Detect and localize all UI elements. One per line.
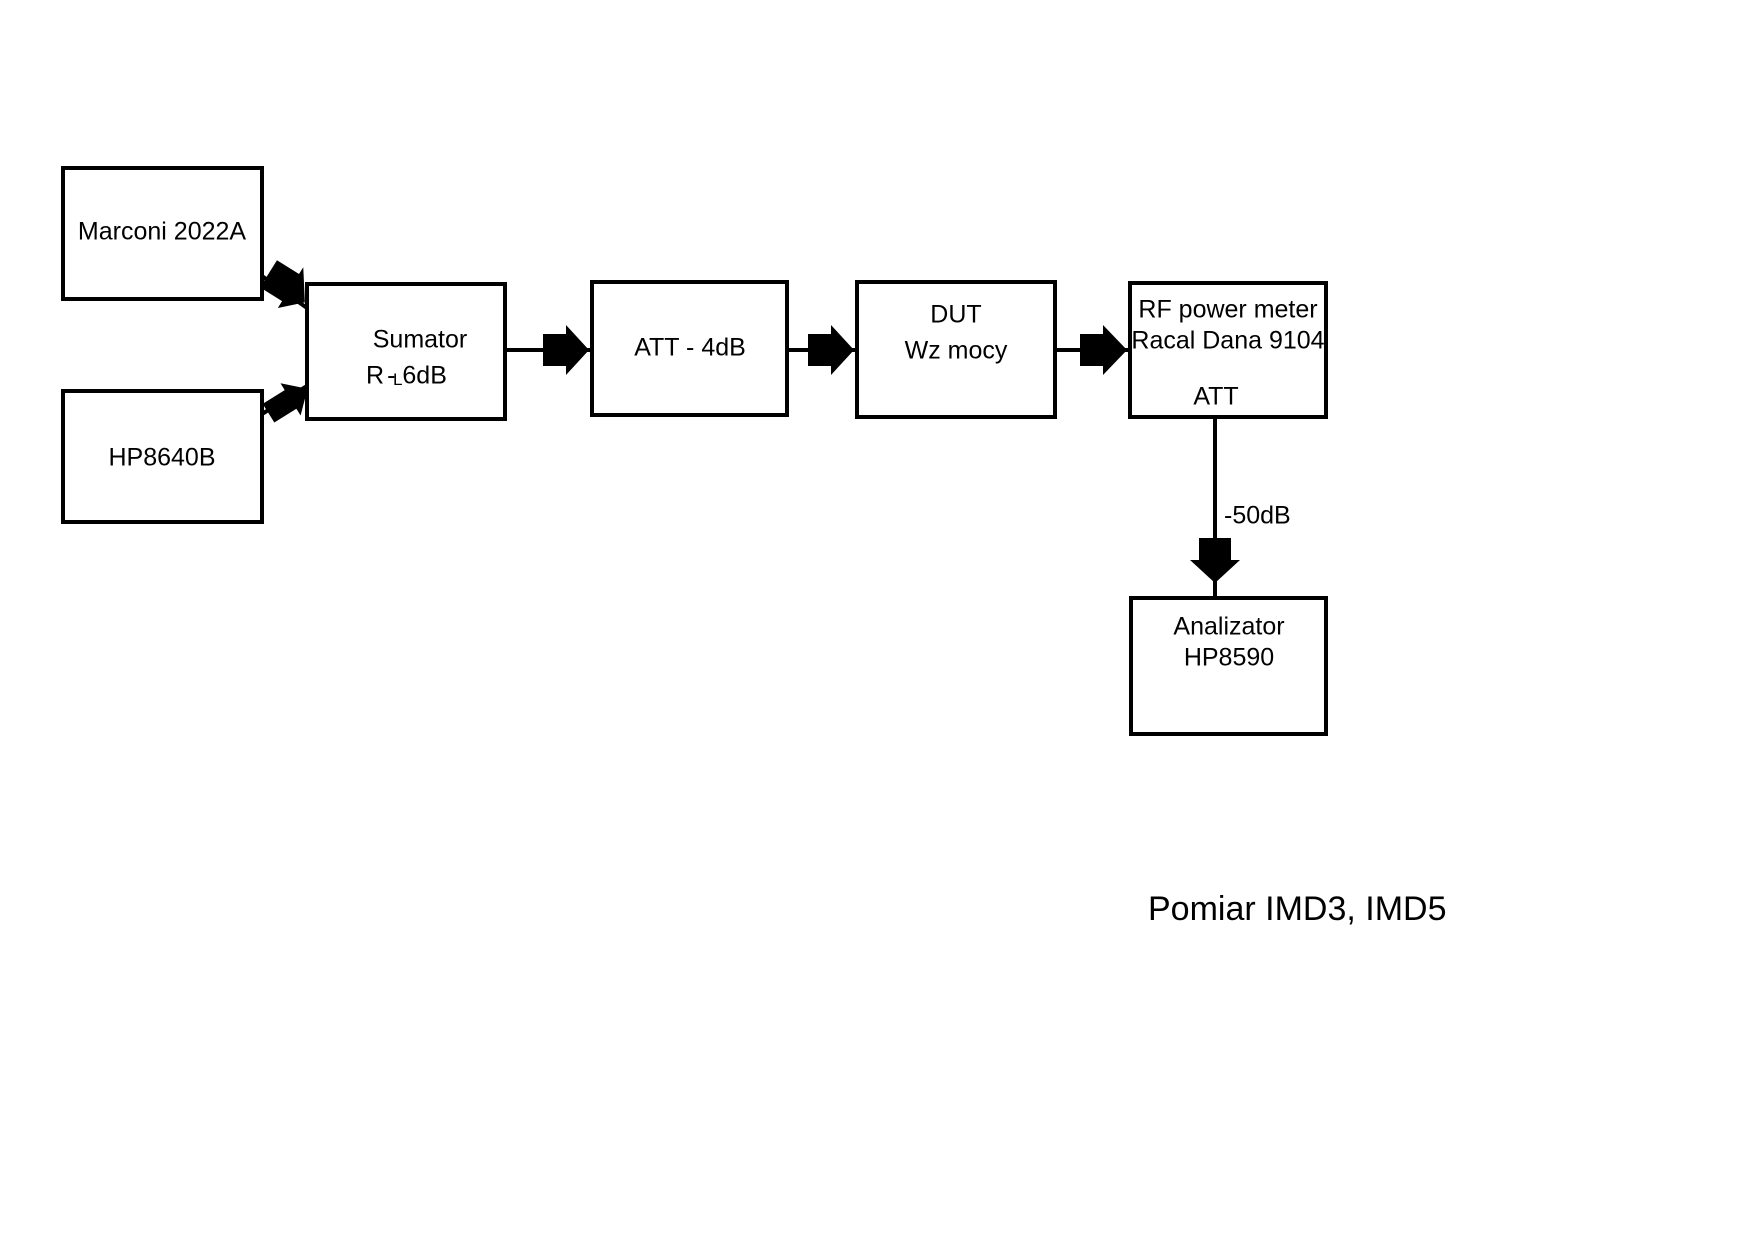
block-dut-label-line1: DUT xyxy=(930,301,981,329)
block-attenuator-4db-label: ATT - 4dB xyxy=(634,334,746,362)
block-analizator-label-line1: Analizator xyxy=(1173,613,1284,641)
block-marconi-2022a[interactable]: Marconi 2022A xyxy=(61,166,264,301)
block-rf-power-meter-label-att: ATT xyxy=(1193,383,1238,411)
block-attenuator-4db[interactable]: ATT - 4dB xyxy=(590,280,789,417)
block-sumator-rl-subscript: L xyxy=(393,370,402,389)
arrow-hp8640b-to-sumator-icon xyxy=(262,383,308,423)
block-dut[interactable]: DUT Wz mocy xyxy=(855,280,1057,419)
block-analizator-hp8590[interactable]: Analizator HP8590 xyxy=(1129,596,1328,736)
arrow-sumator-to-att-icon xyxy=(543,325,589,375)
block-sumator-label: Sumator xyxy=(373,326,467,354)
diagram-caption: Pomiar IMD3, IMD5 xyxy=(1148,890,1447,928)
block-hp8640b[interactable]: HP8640B xyxy=(61,389,264,524)
arrow-att-to-dut-icon xyxy=(808,325,854,375)
block-sumator[interactable]: Sumator R L - 6dB xyxy=(305,282,507,421)
block-sumator-rl-symbol: R xyxy=(366,362,384,390)
arrow-marconi-to-sumator-icon xyxy=(260,260,305,308)
arrow-dut-to-powermeter-icon xyxy=(1080,325,1127,375)
block-dut-label-line2: Wz mocy xyxy=(905,337,1008,365)
block-rf-power-meter-label-line2: Racal Dana 9104 xyxy=(1131,327,1324,355)
edge-label-minus-50db: -50dB xyxy=(1224,502,1291,530)
block-hp8640b-label: HP8640B xyxy=(108,444,215,472)
block-analizator-label-line2: HP8590 xyxy=(1184,644,1274,672)
arrow-powermeter-to-analizator-icon xyxy=(1190,538,1240,583)
block-rf-power-meter[interactable]: RF power meter Racal Dana 9104 ATT xyxy=(1128,281,1328,419)
block-rf-power-meter-label-line1: RF power meter xyxy=(1138,296,1317,324)
block-sumator-rl-value: - 6dB xyxy=(387,362,447,390)
block-marconi-2022a-label: Marconi 2022A xyxy=(78,218,246,246)
